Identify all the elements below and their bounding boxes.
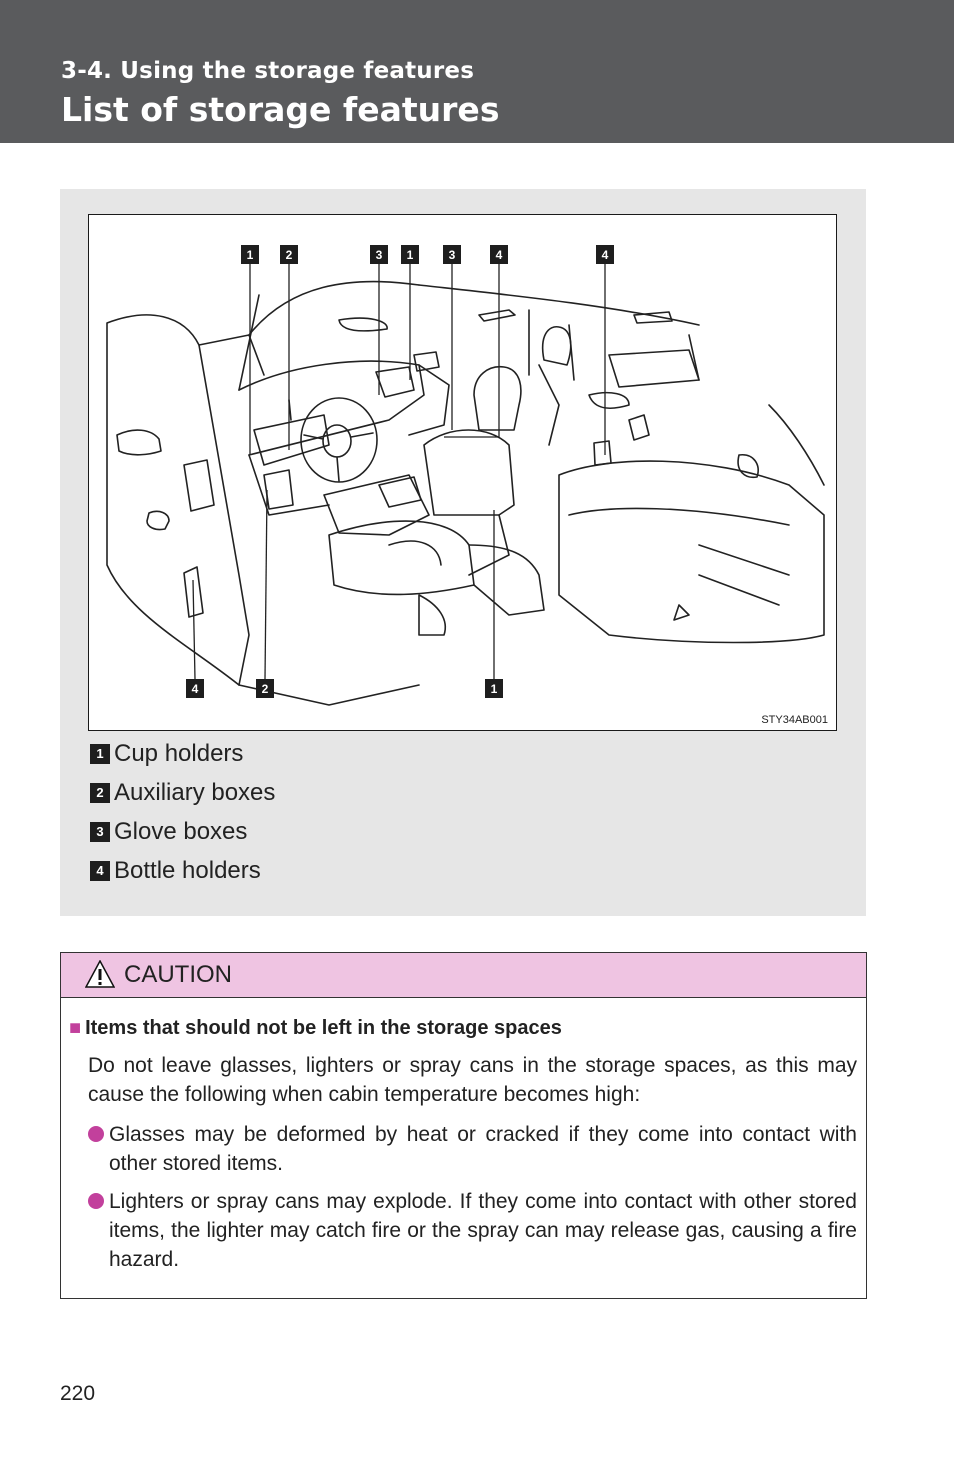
- car-interior-illustration: 1 2 3 1 3 4 4 4 2 1 STY34AB001: [88, 214, 837, 731]
- callout-label: 2: [262, 682, 269, 696]
- bullet-dot-icon: [88, 1126, 104, 1142]
- callout-label: 2: [286, 248, 293, 262]
- bullet-dot-icon: [88, 1193, 104, 1209]
- callout-label: 1: [247, 248, 254, 262]
- callout-label: 1: [491, 682, 498, 696]
- section-title: 3-4. Using the storage features: [61, 58, 475, 84]
- number-badge: 3: [90, 822, 110, 842]
- number-badge: 2: [90, 783, 110, 803]
- page-number: 220: [60, 1382, 96, 1405]
- caution-bullet-text: Lighters or spray cans may explode. If t…: [109, 1190, 857, 1271]
- number-badge: 4: [90, 861, 110, 881]
- callout-label: 3: [449, 248, 456, 262]
- caution-title: CAUTION: [124, 961, 232, 988]
- top-callouts: 1 2 3 1 3 4 4: [241, 245, 614, 264]
- caution-box: CAUTION ■Items that should not be left i…: [60, 952, 867, 1299]
- callout-label: 4: [496, 248, 503, 262]
- bottom-callouts: 4 2 1: [186, 679, 503, 698]
- caution-bullet-text: Glasses may be deformed by heat or crack…: [109, 1123, 857, 1175]
- callout-label: 4: [192, 682, 199, 696]
- legend-label: Bottle holders: [114, 857, 261, 884]
- number-badge: 1: [90, 744, 110, 764]
- caution-header: CAUTION: [61, 953, 866, 998]
- callout-label: 3: [376, 248, 383, 262]
- caution-heading-text: Items that should not be left in the sto…: [85, 1017, 562, 1039]
- square-bullet-icon: ■: [69, 1017, 82, 1039]
- caution-heading: ■Items that should not be left in the st…: [69, 1017, 562, 1040]
- legend-label: Glove boxes: [114, 818, 248, 845]
- page-header: 3-4. Using the storage features List of …: [0, 0, 954, 143]
- page-title: List of storage features: [61, 90, 500, 129]
- caution-bullet: Lighters or spray cans may explode. If t…: [88, 1187, 857, 1274]
- figure-code: STY34AB001: [761, 714, 828, 726]
- legend-label: Cup holders: [114, 740, 244, 767]
- car-interior-drawing: 1 2 3 1 3 4 4 4 2 1: [106, 245, 825, 706]
- warning-icon: [85, 960, 115, 988]
- legend-label: Auxiliary boxes: [114, 779, 276, 806]
- callout-label: 1: [407, 248, 414, 262]
- caution-body: Do not leave glasses, lighters or spray …: [88, 1054, 857, 1106]
- callout-label: 4: [602, 248, 609, 262]
- caution-bullet: Glasses may be deformed by heat or crack…: [88, 1120, 857, 1178]
